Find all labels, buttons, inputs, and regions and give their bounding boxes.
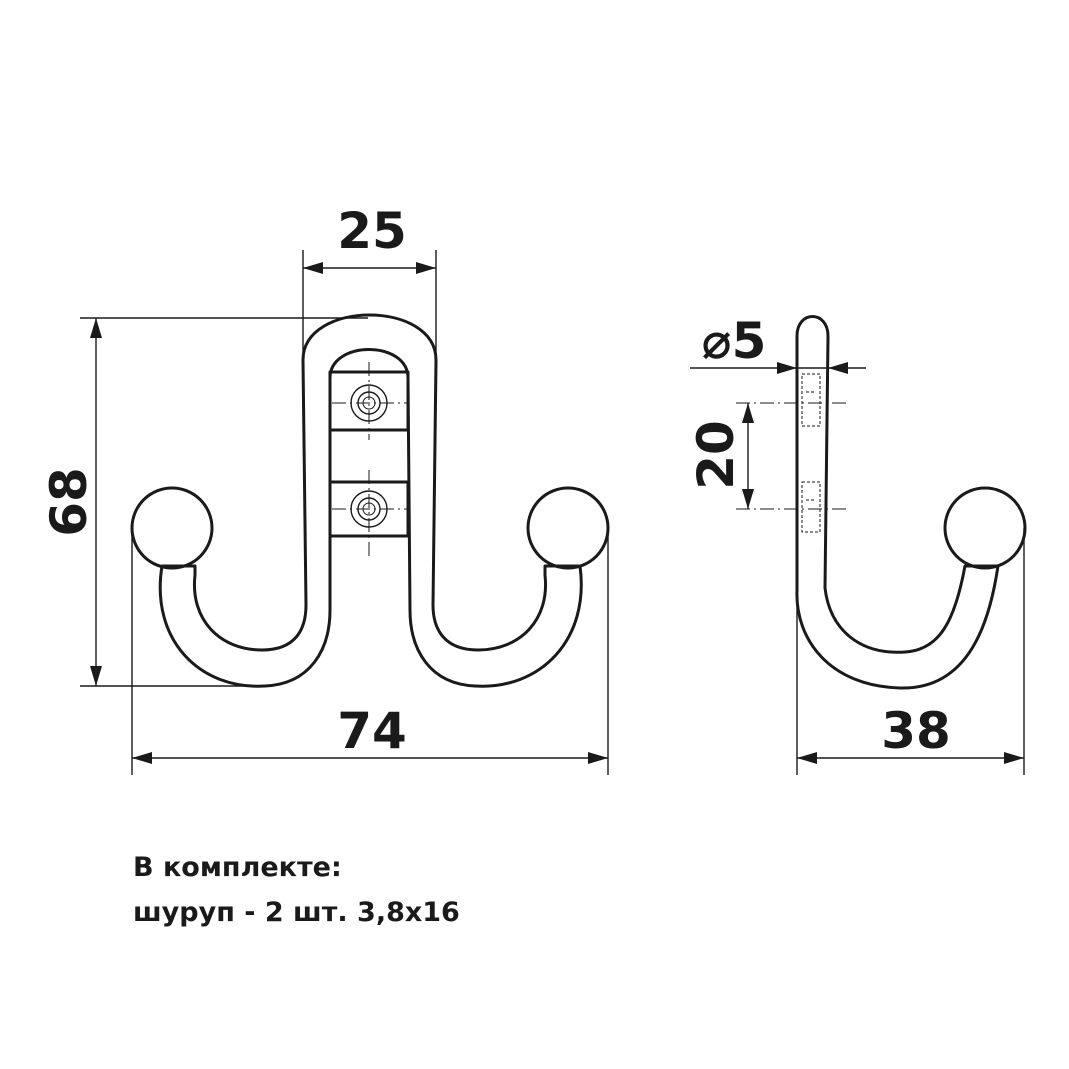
front-hook-outline: [158, 313, 583, 688]
dimension-label-38: 38: [881, 702, 951, 760]
front-right-ball: [526, 486, 610, 570]
screw-hole-upper: [332, 362, 408, 440]
side-view: [795, 315, 1027, 690]
dimension-label-diameter: ⌀5: [702, 312, 767, 370]
dimension-label-74: 74: [337, 702, 407, 760]
dimension-width-top: 25: [302, 202, 437, 380]
side-ball: [943, 486, 1027, 570]
hidden-screw-lower: [801, 481, 821, 533]
dimension-width-overall: 74: [131, 528, 609, 775]
side-hook-outline: [795, 315, 1000, 690]
dimension-label-20: 20: [687, 420, 745, 490]
dimension-depth: 38: [796, 528, 1025, 775]
dimension-hole-spacing: 20: [687, 402, 846, 510]
dimension-label-25: 25: [337, 202, 407, 260]
screw-hole-lower: [332, 470, 408, 556]
front-left-ball: [130, 486, 214, 570]
dimension-height: 68: [40, 317, 368, 687]
dimension-diameter: ⌀5: [690, 312, 866, 374]
kit-contents-screws: шуруп - 2 шт. 3,8х16: [133, 897, 460, 928]
hidden-screw-upper: [801, 373, 821, 427]
front-view: [130, 313, 610, 688]
kit-contents-heading: В комплекте:: [133, 852, 342, 883]
dimension-label-68: 68: [40, 467, 98, 537]
